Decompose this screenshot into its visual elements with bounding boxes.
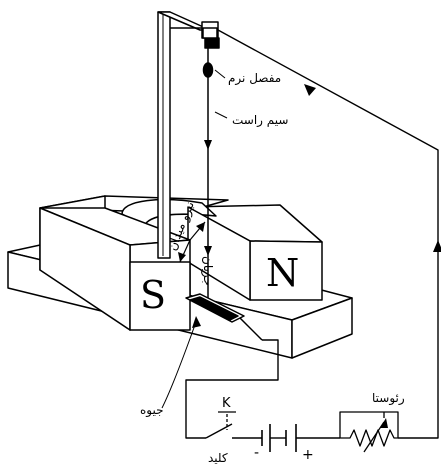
label-current: جریان (201, 256, 215, 286)
south-pole-label: S (140, 273, 167, 317)
switch-key (218, 411, 236, 430)
label-switch: کلید (208, 451, 228, 465)
battery-minus-label: - (254, 445, 260, 461)
label-switch-letter: K (222, 396, 231, 411)
wire-stand (157, 11, 211, 259)
soft-joint (202, 48, 214, 78)
straight-wire (204, 77, 212, 300)
pointer-lines (161, 69, 228, 409)
circuit-wires (185, 29, 441, 439)
label-straight-wire: سیم راست (232, 113, 289, 127)
label-mercury: جیوه (140, 403, 164, 417)
force-field-arrows (178, 221, 206, 263)
battery-plus-label: + (302, 447, 314, 463)
top-clamp (201, 21, 220, 49)
mercury-trough (185, 293, 263, 341)
label-soft-joint: مفصل نرم (228, 71, 282, 85)
label-rheostat: رئوستا (372, 391, 405, 405)
north-pole-label: N (266, 251, 300, 295)
battery (261, 424, 297, 452)
rheostat (339, 411, 399, 453)
